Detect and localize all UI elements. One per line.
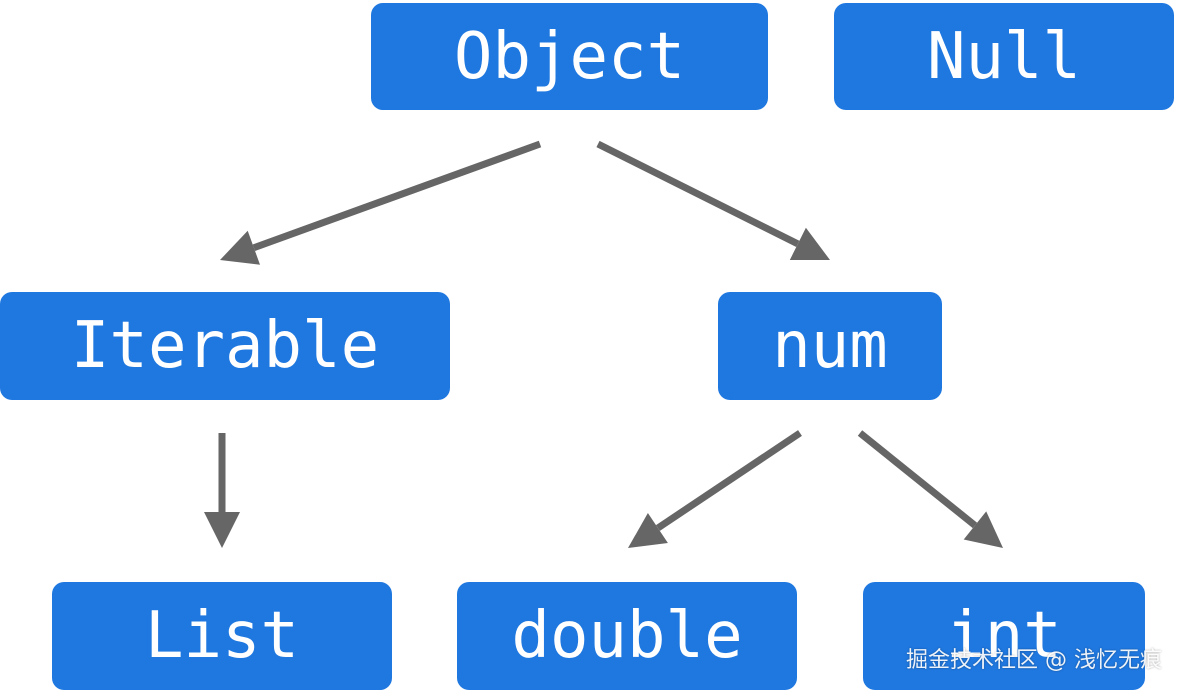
node-object: Object	[371, 3, 768, 110]
edge-object-to-iterable	[220, 140, 542, 265]
edge-iterable-to-list-arrowhead	[204, 512, 240, 548]
watermark: 掘金技术社区 @ 浅忆无痕	[906, 648, 1162, 673]
node-double: double	[457, 582, 797, 690]
edge-object-to-num-shaft	[596, 140, 800, 248]
node-null: Null	[834, 3, 1174, 110]
edge-object-to-num-arrowhead	[789, 227, 830, 260]
edge-object-to-iterable-shaft	[252, 140, 542, 252]
node-num: num	[718, 292, 942, 400]
edge-num-to-int	[857, 430, 1003, 548]
node-iterable: Iterable	[0, 292, 450, 400]
edge-num-to-double-arrowhead	[628, 513, 668, 548]
edge-object-to-num	[596, 140, 830, 260]
edge-num-to-double-shaft	[655, 430, 802, 531]
edge-num-to-double	[628, 430, 802, 548]
node-int: int	[863, 582, 1145, 690]
edge-num-to-int-arrowhead	[963, 511, 1003, 548]
edge-object-to-iterable-arrowhead	[220, 230, 260, 265]
node-list: List	[52, 582, 392, 690]
edge-iterable-to-list	[204, 433, 240, 548]
edge-num-to-int-shaft	[857, 430, 978, 529]
